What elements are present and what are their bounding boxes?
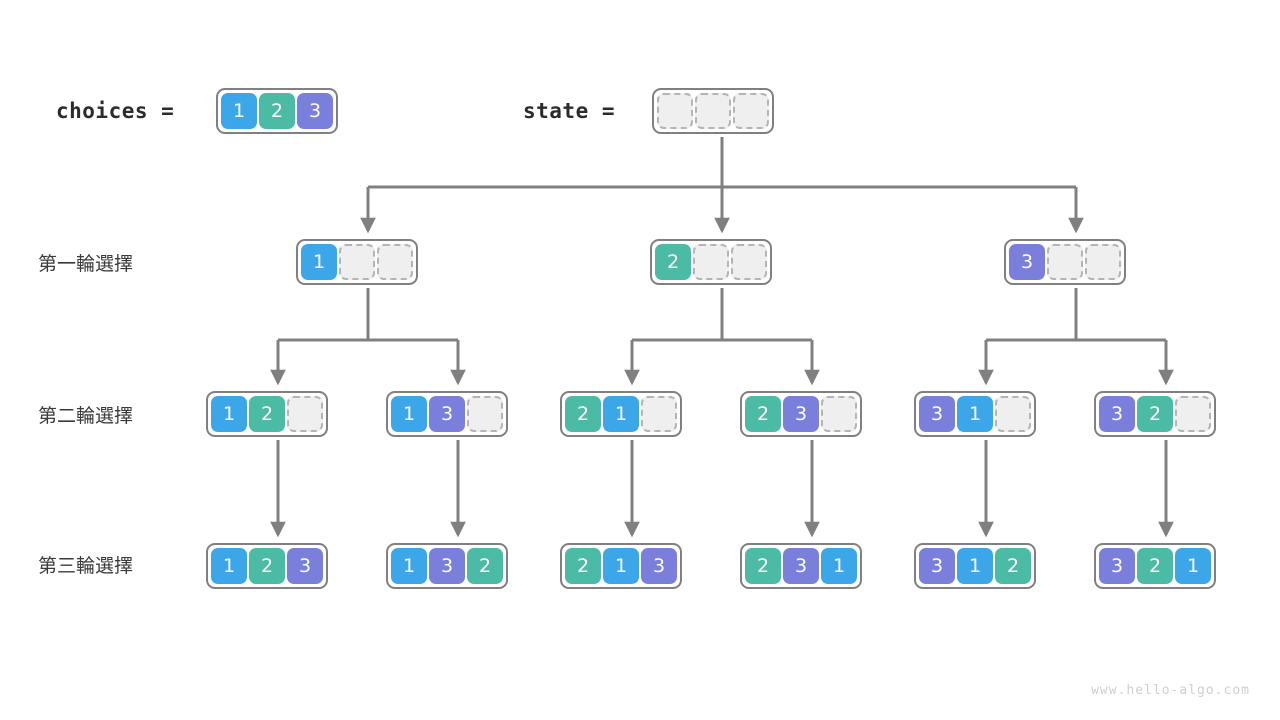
round3-array-1-cell-1: 1 xyxy=(211,548,247,584)
round2-array-1-cell-2: 2 xyxy=(249,396,285,432)
round1-array-2-cell-3-empty xyxy=(731,244,767,280)
round2-array-2-cell-2: 3 xyxy=(429,396,465,432)
round3-array-6-cell-1: 3 xyxy=(1099,548,1135,584)
round1-array-3-cell-3-empty xyxy=(1085,244,1121,280)
round1-array-3-cell-1: 3 xyxy=(1009,244,1045,280)
choices-array-cell-3: 3 xyxy=(297,93,333,129)
row-label-round1: 第一輪選擇 xyxy=(38,253,134,275)
round3-array-5-cell-3: 2 xyxy=(995,548,1031,584)
round3-array-1-cell-2: 2 xyxy=(249,548,285,584)
round3-array-2-cell-3: 2 xyxy=(467,548,503,584)
round1-array-2-cell-2-empty xyxy=(693,244,729,280)
round1-array-3-cell-2-empty xyxy=(1047,244,1083,280)
round2-array-6-cell-1: 3 xyxy=(1099,396,1135,432)
round2-array-6-cell-3-empty xyxy=(1175,396,1211,432)
round1-array-2: 2 xyxy=(650,239,772,285)
round2-array-3-cell-1: 2 xyxy=(565,396,601,432)
state-array xyxy=(652,88,774,134)
round3-array-5-cell-2: 1 xyxy=(957,548,993,584)
choices-array-cell-1: 1 xyxy=(221,93,257,129)
round2-array-5-cell-1: 3 xyxy=(919,396,955,432)
round3-array-2-cell-1: 1 xyxy=(391,548,427,584)
row-label-round2: 第二輪選擇 xyxy=(38,405,134,427)
state-array-cell-1-empty xyxy=(657,93,693,129)
choices-label: choices = xyxy=(56,99,175,123)
round3-array-3-cell-2: 1 xyxy=(603,548,639,584)
round1-array-1: 1 xyxy=(296,239,418,285)
round3-array-4-cell-2: 3 xyxy=(783,548,819,584)
round3-array-4-cell-1: 2 xyxy=(745,548,781,584)
round2-array-3-cell-3-empty xyxy=(641,396,677,432)
state-array-cell-3-empty xyxy=(733,93,769,129)
round1-array-1-cell-2-empty xyxy=(339,244,375,280)
state-array-cell-2-empty xyxy=(695,93,731,129)
round1-array-3: 3 xyxy=(1004,239,1126,285)
round3-array-3-cell-3: 3 xyxy=(641,548,677,584)
round2-array-5-cell-3-empty xyxy=(995,396,1031,432)
round2-array-4-cell-1: 2 xyxy=(745,396,781,432)
round2-array-1-cell-1: 1 xyxy=(211,396,247,432)
round2-array-1-cell-3-empty xyxy=(287,396,323,432)
choices-array-cell-2: 2 xyxy=(259,93,295,129)
round3-array-6-cell-3: 1 xyxy=(1175,548,1211,584)
round1-array-2-cell-1: 2 xyxy=(655,244,691,280)
round2-array-4-cell-3-empty xyxy=(821,396,857,432)
round3-array-3-cell-1: 2 xyxy=(565,548,601,584)
round2-array-5-cell-2: 1 xyxy=(957,396,993,432)
round3-array-5-cell-1: 3 xyxy=(919,548,955,584)
row-label-round3: 第三輪選擇 xyxy=(38,555,134,577)
round2-array-4-cell-2: 3 xyxy=(783,396,819,432)
round2-array-2-cell-3-empty xyxy=(467,396,503,432)
round3-array-2-cell-2: 3 xyxy=(429,548,465,584)
round1-array-1-cell-3-empty xyxy=(377,244,413,280)
round3-array-4-cell-3: 1 xyxy=(821,548,857,584)
round3-array-1-cell-3: 3 xyxy=(287,548,323,584)
round1-array-1-cell-1: 1 xyxy=(301,244,337,280)
round2-array-2-cell-1: 1 xyxy=(391,396,427,432)
round3-array-6-cell-2: 2 xyxy=(1137,548,1173,584)
state-label: state = xyxy=(523,99,616,123)
site-watermark: www.hello-algo.com xyxy=(1091,683,1250,698)
round2-array-6-cell-2: 2 xyxy=(1137,396,1173,432)
round2-array-3-cell-2: 1 xyxy=(603,396,639,432)
